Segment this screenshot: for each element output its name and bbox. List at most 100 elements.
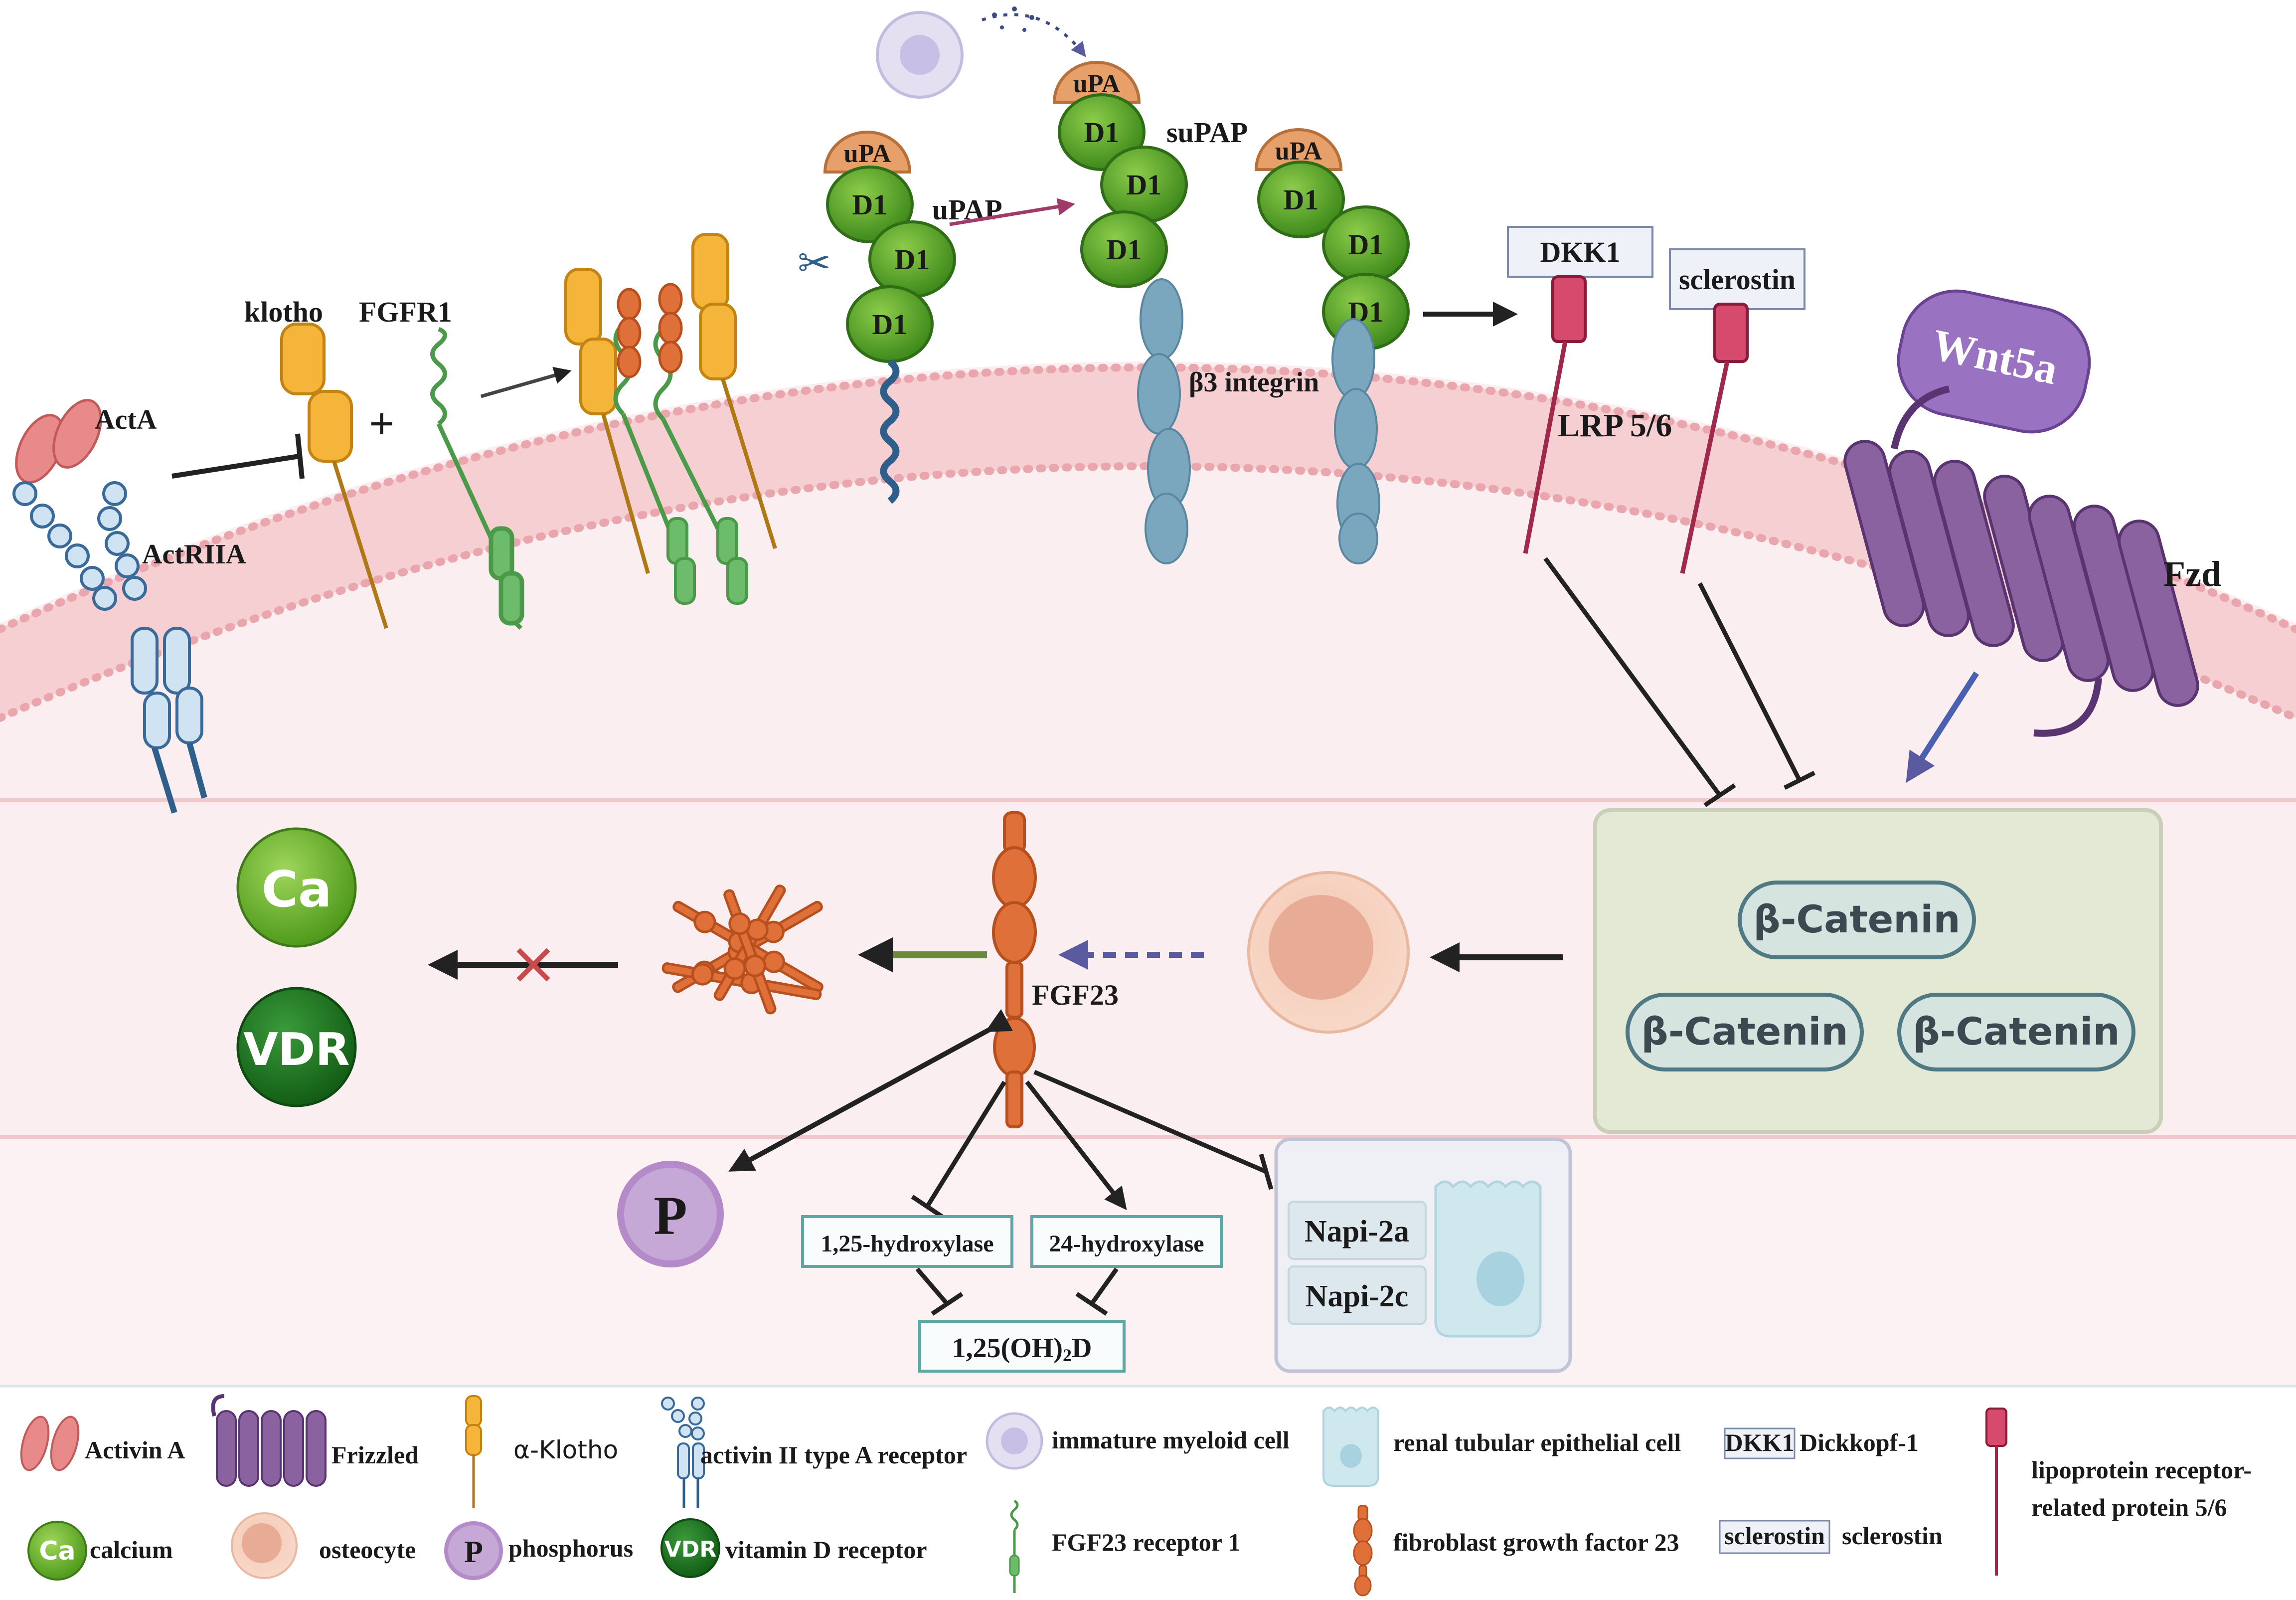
vdr-icon: VDR [236,987,357,1107]
klotho-fgfr1-group: klotho + FGFR1 [244,296,572,630]
lrp-group: DKK1 sclerostin LRP 5/6 [1507,226,1816,807]
legend-activin-a-label: Activin A [85,1436,185,1464]
hydroxylase-24-box: 24-hydroxylase [1030,1215,1223,1268]
beta-catenin-label-1: β-Catenin [1753,897,1960,941]
svg-text:D1: D1 [1284,183,1319,216]
fzd-label: Fzd [2163,554,2221,594]
svg-text:D1: D1 [1348,228,1384,261]
inhibition-lrp-catenin [1543,557,1722,797]
legend-lrp-label-2: related protein 5/6 [2031,1493,2227,1521]
klotho-label: klotho [244,296,323,328]
legend-phosphorus-label: phosphorus [508,1534,633,1562]
napi2a-box [1288,1201,1427,1260]
legend-fgfr1: FGF23 receptor 1 [1009,1499,1241,1593]
sclerostin-label: sclerostin [1679,263,1796,296]
legend-alpha-klotho: α-Klotho [465,1395,618,1508]
p-label: P [654,1185,687,1246]
fgfr1-label: FGFR1 [359,296,452,328]
inhibition-line-acta-klotho [171,454,300,479]
klotho-icon [280,323,388,629]
vdr-label: VDR [243,1024,350,1076]
oh2d-label: 1,25(OH)2D [952,1333,1092,1365]
legend-renal-label: renal tubular epithelial cell [1393,1428,1681,1456]
legend-sclerostin-box-label: sclerostin [1724,1522,1825,1550]
legend-actriia: activin II type A receptor [661,1397,967,1508]
legend-calcium-label: calcium [90,1536,173,1564]
actriia-label: ActRIIA [142,539,246,570]
svg-text:D1: D1 [1107,233,1142,266]
hydroxylase-125-label: 1,25-hydroxylase [820,1231,993,1257]
napi2c-label: Napi-2c [1306,1279,1409,1313]
legend-phosphorus: P phosphorus [444,1521,633,1580]
b3-integrin-icon [1137,278,1380,564]
calcium-icon: Ca [236,827,357,948]
legend-calcium: Ca calcium [27,1521,173,1581]
legend-alpha-klotho-label: α-Klotho [513,1435,618,1464]
legend-osteocyte: osteocyte [231,1512,416,1579]
svg-text:D1: D1 [1084,116,1120,149]
legend: Activin A Frizzled α-Klotho [20,1394,2252,1597]
legend-actriia-label: activin II type A receptor [700,1441,967,1469]
beta-catenin-label-2: β-Catenin [1641,1009,1848,1054]
svg-text:Ca: Ca [39,1536,75,1566]
napi-panel: Napi-2a Napi-2c [1274,1137,1572,1373]
arrow-fgf23-p [728,1009,1013,1172]
wnt5a-icon [1897,289,2091,434]
beta-catenin-box: β-Catenin β-Catenin β-Catenin [1593,808,2163,1134]
b3-integrin-label: β3 integrin [1189,367,1319,398]
arrow-klotho-complex [481,366,572,398]
acta-label: ActA [95,404,157,435]
svg-text:P: P [464,1535,483,1569]
frizzled-icon [1843,385,2199,737]
plus-sign: + [369,399,394,449]
legend-myeloid: immature myeloid cell [985,1412,1290,1470]
hydroxylase-24-label: 24-hydroxylase [1049,1231,1204,1257]
legend-lrp-label-1: lipoprotein receptor- [2031,1456,2252,1484]
wnt5a-frizzled-group: Wnt5a Fzd [1843,289,2221,783]
legend-vdr-label: vitamin D receptor [725,1536,927,1564]
svg-text:VDR: VDR [664,1537,716,1562]
napi2c-box [1288,1265,1427,1325]
dkk1-label: DKK1 [1540,236,1620,268]
svg-text:D1: D1 [895,243,930,276]
arrow-fgf23-24hydroxylase [1025,1080,1127,1211]
actriia-receptor-icon [12,481,203,749]
scissors-icon: ✂ [798,242,831,286]
legend-fgfr1-label: FGF23 receptor 1 [1052,1528,1241,1556]
beta-catenin-label-3: β-Catenin [1913,1009,2120,1054]
activin-receptor-group: ActA ActRIIA [12,399,305,814]
oh2d-box: 1,25(OH)2D [918,1320,1126,1373]
legend-dkk1-box-label: DKK1 [1725,1428,1795,1456]
legend-vdr: VDR vitamin D receptor [660,1518,927,1578]
lrp-receptor-icon [1551,275,1587,343]
legend-dkk1-label: Dickkopf-1 [1800,1428,1919,1456]
lrp-label: LRP 5/6 [1558,407,1672,444]
arrow-frizzled-catenin [1906,671,1979,783]
legend-dkk1: DKK1 Dickkopf-1 [1724,1427,1919,1459]
legend-activin-a: Activin A [20,1416,185,1471]
svg-text:D1: D1 [872,308,908,341]
fgfr1-icon [430,327,524,630]
legend-frizzled: Frizzled [211,1394,419,1487]
arrow-upap-supap [949,198,1075,226]
legend-sclerostin-label: sclerostin [1842,1522,1943,1550]
ca-label: Ca [262,860,332,918]
upap-group: uPA D1 D1 D1 uPAP ✂ uPA D1 D1 D1 suPAP u… [798,6,1410,504]
legend-frizzled-label: Frizzled [331,1441,419,1469]
svg-text:D1: D1 [1127,169,1162,201]
legend-lrp: lipoprotein receptor- related protein 5/… [1985,1408,2252,1576]
lipid-bilayer [0,366,2296,718]
legend-fgf23-label: fibroblast growth factor 23 [1393,1528,1679,1556]
legend-sclerostin: sclerostin sclerostin [1719,1520,1943,1554]
phosphorus-icon: P [617,1161,724,1267]
napi2a-label: Napi-2a [1305,1215,1409,1248]
inhibition-sclerostin-catenin [1697,582,1802,782]
beta-catenin-pill-3 [1897,993,2135,1071]
osteocyte-icon [1247,871,1410,1034]
blocked-x-icon [516,948,550,982]
upa-label-1: uPA [844,140,891,168]
d1-label: D1 [852,188,888,221]
legend-osteocyte-label: osteocyte [319,1536,416,1564]
legend-renal: renal tubular epithelial cell [1322,1407,1681,1487]
inhibition-fgf23-125hydroxylase [925,1080,1006,1208]
